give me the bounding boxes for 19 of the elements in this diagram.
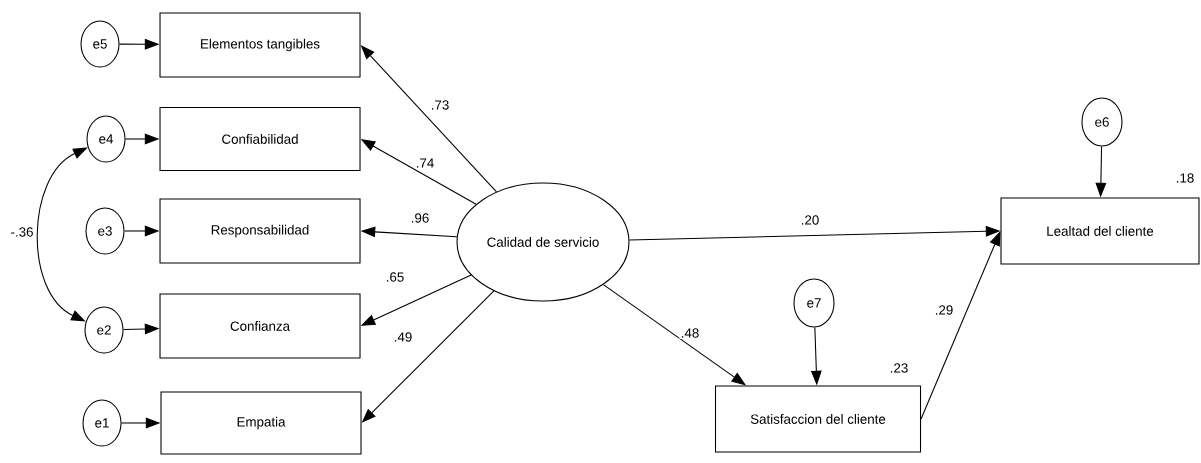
edge-label: -.36: [9, 225, 35, 239]
edge-label: .74: [414, 157, 436, 169]
variable-box: Elementos tangibles: [159, 12, 361, 78]
edge-label: .73: [429, 98, 451, 112]
edge-label: .20: [799, 213, 821, 227]
variable-box: Empatia: [160, 391, 362, 455]
coefficient-label: .23: [890, 363, 908, 373]
variable-box: Lealtad del cliente: [1000, 197, 1200, 265]
edge-label: .96: [409, 211, 431, 225]
coefficient-label: .18: [1176, 173, 1194, 183]
edge-label: .48: [679, 326, 701, 340]
variable-box: Satisfaccion del cliente: [714, 385, 922, 453]
variable-box: Confiabilidad: [159, 106, 361, 172]
arrow: [920, 231, 1001, 420]
edge-label: .49: [392, 330, 414, 344]
variable-box: Confianza: [159, 293, 361, 359]
edge-label: .29: [933, 303, 955, 317]
variable-box: Responsabilidad: [159, 198, 361, 264]
edge-label: .65: [384, 270, 406, 284]
